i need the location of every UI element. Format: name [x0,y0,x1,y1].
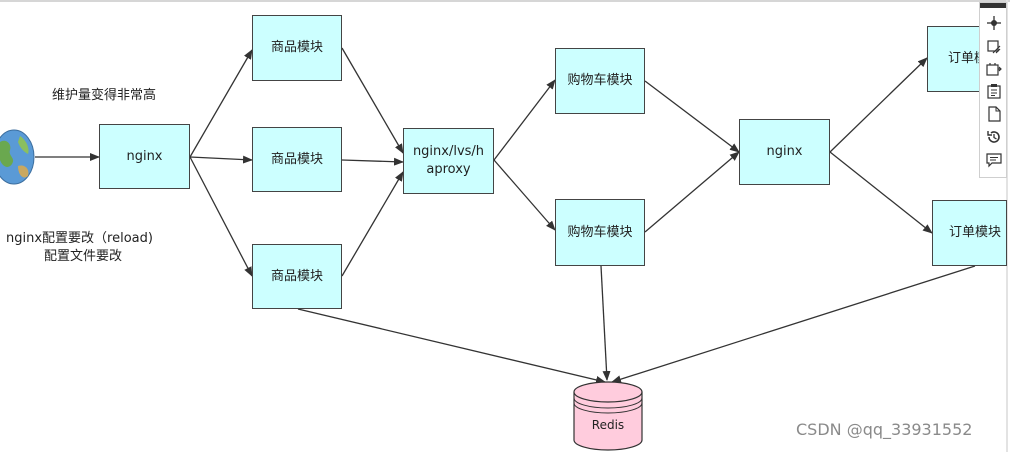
crosshair-icon[interactable] [986,15,1002,31]
redis-label: Redis [591,418,625,432]
edge-lb-cart2 [493,159,556,231]
edge-product1-lb [341,47,404,154]
cart-module-node-2[interactable]: 购物车模块 [555,199,645,266]
edge-nginx-product1 [189,49,253,158]
order-module-node-2[interactable]: 订单模块 [932,200,1007,266]
cart-module-node-1[interactable]: 购物车模块 [555,48,645,114]
product-module-node-3[interactable]: 商品模块 [252,244,342,309]
globe-icon [0,129,35,185]
config-note-line1: nginx配置要改（reload) [6,231,153,246]
edge-product3-redis [297,308,606,384]
maintenance-note: 维护量变得非常高 [52,88,157,103]
edge-product3-lb [341,171,404,277]
right-border [1006,0,1008,452]
edge-nginxmid-order2 [829,151,933,234]
edge-cart1-nginxmid [644,80,740,153]
edge-lb-cart1 [493,79,556,161]
edge-order2-redis [611,265,976,384]
toolbar-handle [980,3,1006,8]
load-balancer-node[interactable]: nginx/lvs/h aproxy [403,128,494,194]
comment-icon[interactable] [986,152,1002,168]
config-note-line2: 配置文件要改 [44,249,123,264]
top-border [0,0,1010,2]
edge-nginx-product3 [189,156,253,277]
edge-cart2-nginxmid [644,151,740,233]
editor-toolbar [979,2,1007,178]
resize-icon[interactable] [986,39,1002,55]
edge-cart2-redis [600,265,611,381]
nginx-mid-node[interactable]: nginx [739,119,830,185]
edge-product2-lb [341,157,404,166]
product-module-node-1[interactable]: 商品模块 [252,15,342,81]
edge-nginxmid-order1 [829,57,928,153]
product-module-node-2[interactable]: 商品模块 [252,127,342,192]
clipboard-icon[interactable] [986,83,1002,99]
nginx-entry-node[interactable]: nginx [99,124,190,189]
watermark-text: CSDN @qq_33931552 [796,420,973,439]
history-icon[interactable] [986,129,1002,145]
image-export-icon[interactable] [986,61,1002,77]
page-icon[interactable] [986,106,1002,122]
edge-nginx-product2 [189,155,253,164]
database-cylinder-icon [573,381,643,451]
load-balancer-label-line1: nginx/lvs/h [412,144,485,159]
load-balancer-label-line2: aproxy [426,162,471,177]
